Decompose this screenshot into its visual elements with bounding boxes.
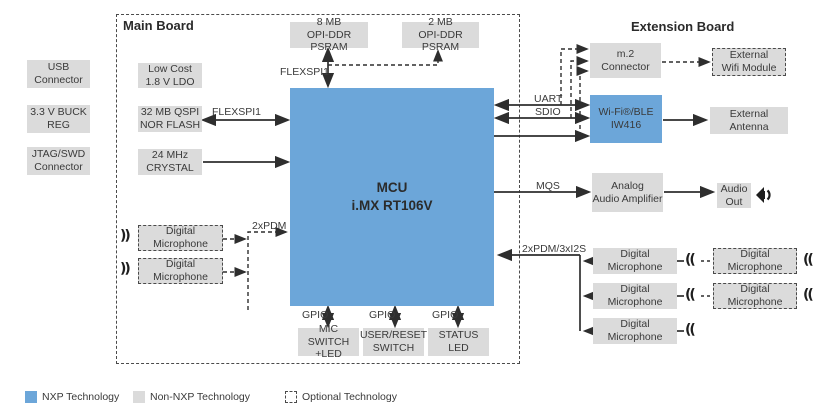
main-board-title: Main Board bbox=[123, 18, 194, 33]
sound-waves-icon: (( bbox=[803, 252, 814, 268]
usb-connector-block: USB Connector bbox=[27, 60, 90, 88]
nxp-color-swatch bbox=[25, 391, 37, 403]
sound-waves-icon: (( bbox=[803, 287, 814, 303]
mqs-label: MQS bbox=[536, 180, 560, 192]
uart-label: UART bbox=[534, 93, 563, 105]
pdm-i2s-right-label: 2xPDM/3xI2S bbox=[522, 243, 587, 255]
mcu-block: MCU i.MX RT106V bbox=[290, 88, 494, 306]
sound-waves-icon: )) bbox=[120, 228, 131, 244]
audio-out-block: Audio Out bbox=[717, 183, 751, 208]
ldo-block: Low Cost 1.8 V LDO bbox=[138, 63, 202, 88]
legend-label: Optional Technology bbox=[302, 391, 397, 403]
sound-waves-icon: (( bbox=[685, 322, 696, 338]
sdio-label: SDIO bbox=[535, 106, 561, 118]
crystal-block: 24 MHz CRYSTAL bbox=[138, 149, 202, 175]
legend: NXP Technology Non-NXP Technology Option… bbox=[0, 386, 832, 410]
onboard-microphone-1-block: Digital Microphone bbox=[138, 225, 223, 251]
legend-label: Non-NXP Technology bbox=[150, 391, 251, 403]
sound-waves-icon: (( bbox=[685, 252, 696, 268]
legend-item-optional: Optional Technology bbox=[285, 391, 397, 403]
external-antenna-block: External Antenna bbox=[710, 107, 788, 134]
sound-waves-icon: (( bbox=[685, 287, 696, 303]
nor-flash-block: 32 MB QSPI NOR FLASH bbox=[138, 106, 202, 132]
legend-item-nxp: NXP Technology bbox=[25, 391, 119, 403]
gpio-label-1: GPIO bbox=[302, 309, 329, 321]
extension-microphone-3-block: Digital Microphone bbox=[593, 318, 677, 344]
extension-microphone-1-block: Digital Microphone bbox=[593, 248, 677, 274]
onboard-microphone-2-block: Digital Microphone bbox=[138, 258, 223, 284]
optional-external-microphone-2-block: Digital Microphone bbox=[713, 283, 797, 309]
legend-label: NXP Technology bbox=[42, 391, 120, 403]
wifi-ble-iw416-block: Wi-Fi®/BLE IW416 bbox=[590, 95, 662, 143]
external-wifi-module-block: External Wifi Module bbox=[712, 48, 786, 76]
non-nxp-color-swatch bbox=[133, 391, 145, 403]
user-reset-switch-block: USER/RESET SWITCH bbox=[359, 328, 428, 356]
legend-item-non-nxp: Non-NXP Technology bbox=[133, 391, 250, 403]
m2-connector-block: m.2 Connector bbox=[590, 43, 661, 78]
gpio-label-3: GPIO bbox=[432, 309, 459, 321]
psram-8mb-block: 8 MB OPI-DDR PSRAM bbox=[290, 16, 368, 53]
audio-amplifier-block: Analog Audio Amplifier bbox=[592, 173, 663, 212]
psram-2mb-block: 2 MB OPI-DDR PSRAM bbox=[402, 16, 479, 53]
optional-external-microphone-1-block: Digital Microphone bbox=[713, 248, 797, 274]
gpio-label-2: GPIO bbox=[369, 309, 396, 321]
buck-regulator-block: 3.3 V BUCK REG bbox=[27, 105, 90, 133]
extension-microphone-2-block: Digital Microphone bbox=[593, 283, 677, 309]
extension-board-title: Extension Board bbox=[631, 19, 735, 34]
main-board-outline bbox=[116, 14, 520, 364]
flexspi1-vertical-label: FLEXSPI1 bbox=[280, 66, 330, 78]
speaker-icon bbox=[756, 187, 771, 203]
optional-outline-swatch bbox=[285, 391, 297, 403]
sound-waves-icon: )) bbox=[120, 261, 131, 277]
pdm-left-label: 2xPDM bbox=[252, 220, 287, 232]
flexspi1-horizontal-label: FLEXSPI1 bbox=[212, 106, 262, 118]
mic-switch-led-block: MIC SWITCH +LED bbox=[298, 323, 359, 360]
jtag-swd-connector-block: JTAG/SWD Connector bbox=[27, 147, 90, 175]
status-led-block: STATUS LED bbox=[428, 328, 489, 356]
